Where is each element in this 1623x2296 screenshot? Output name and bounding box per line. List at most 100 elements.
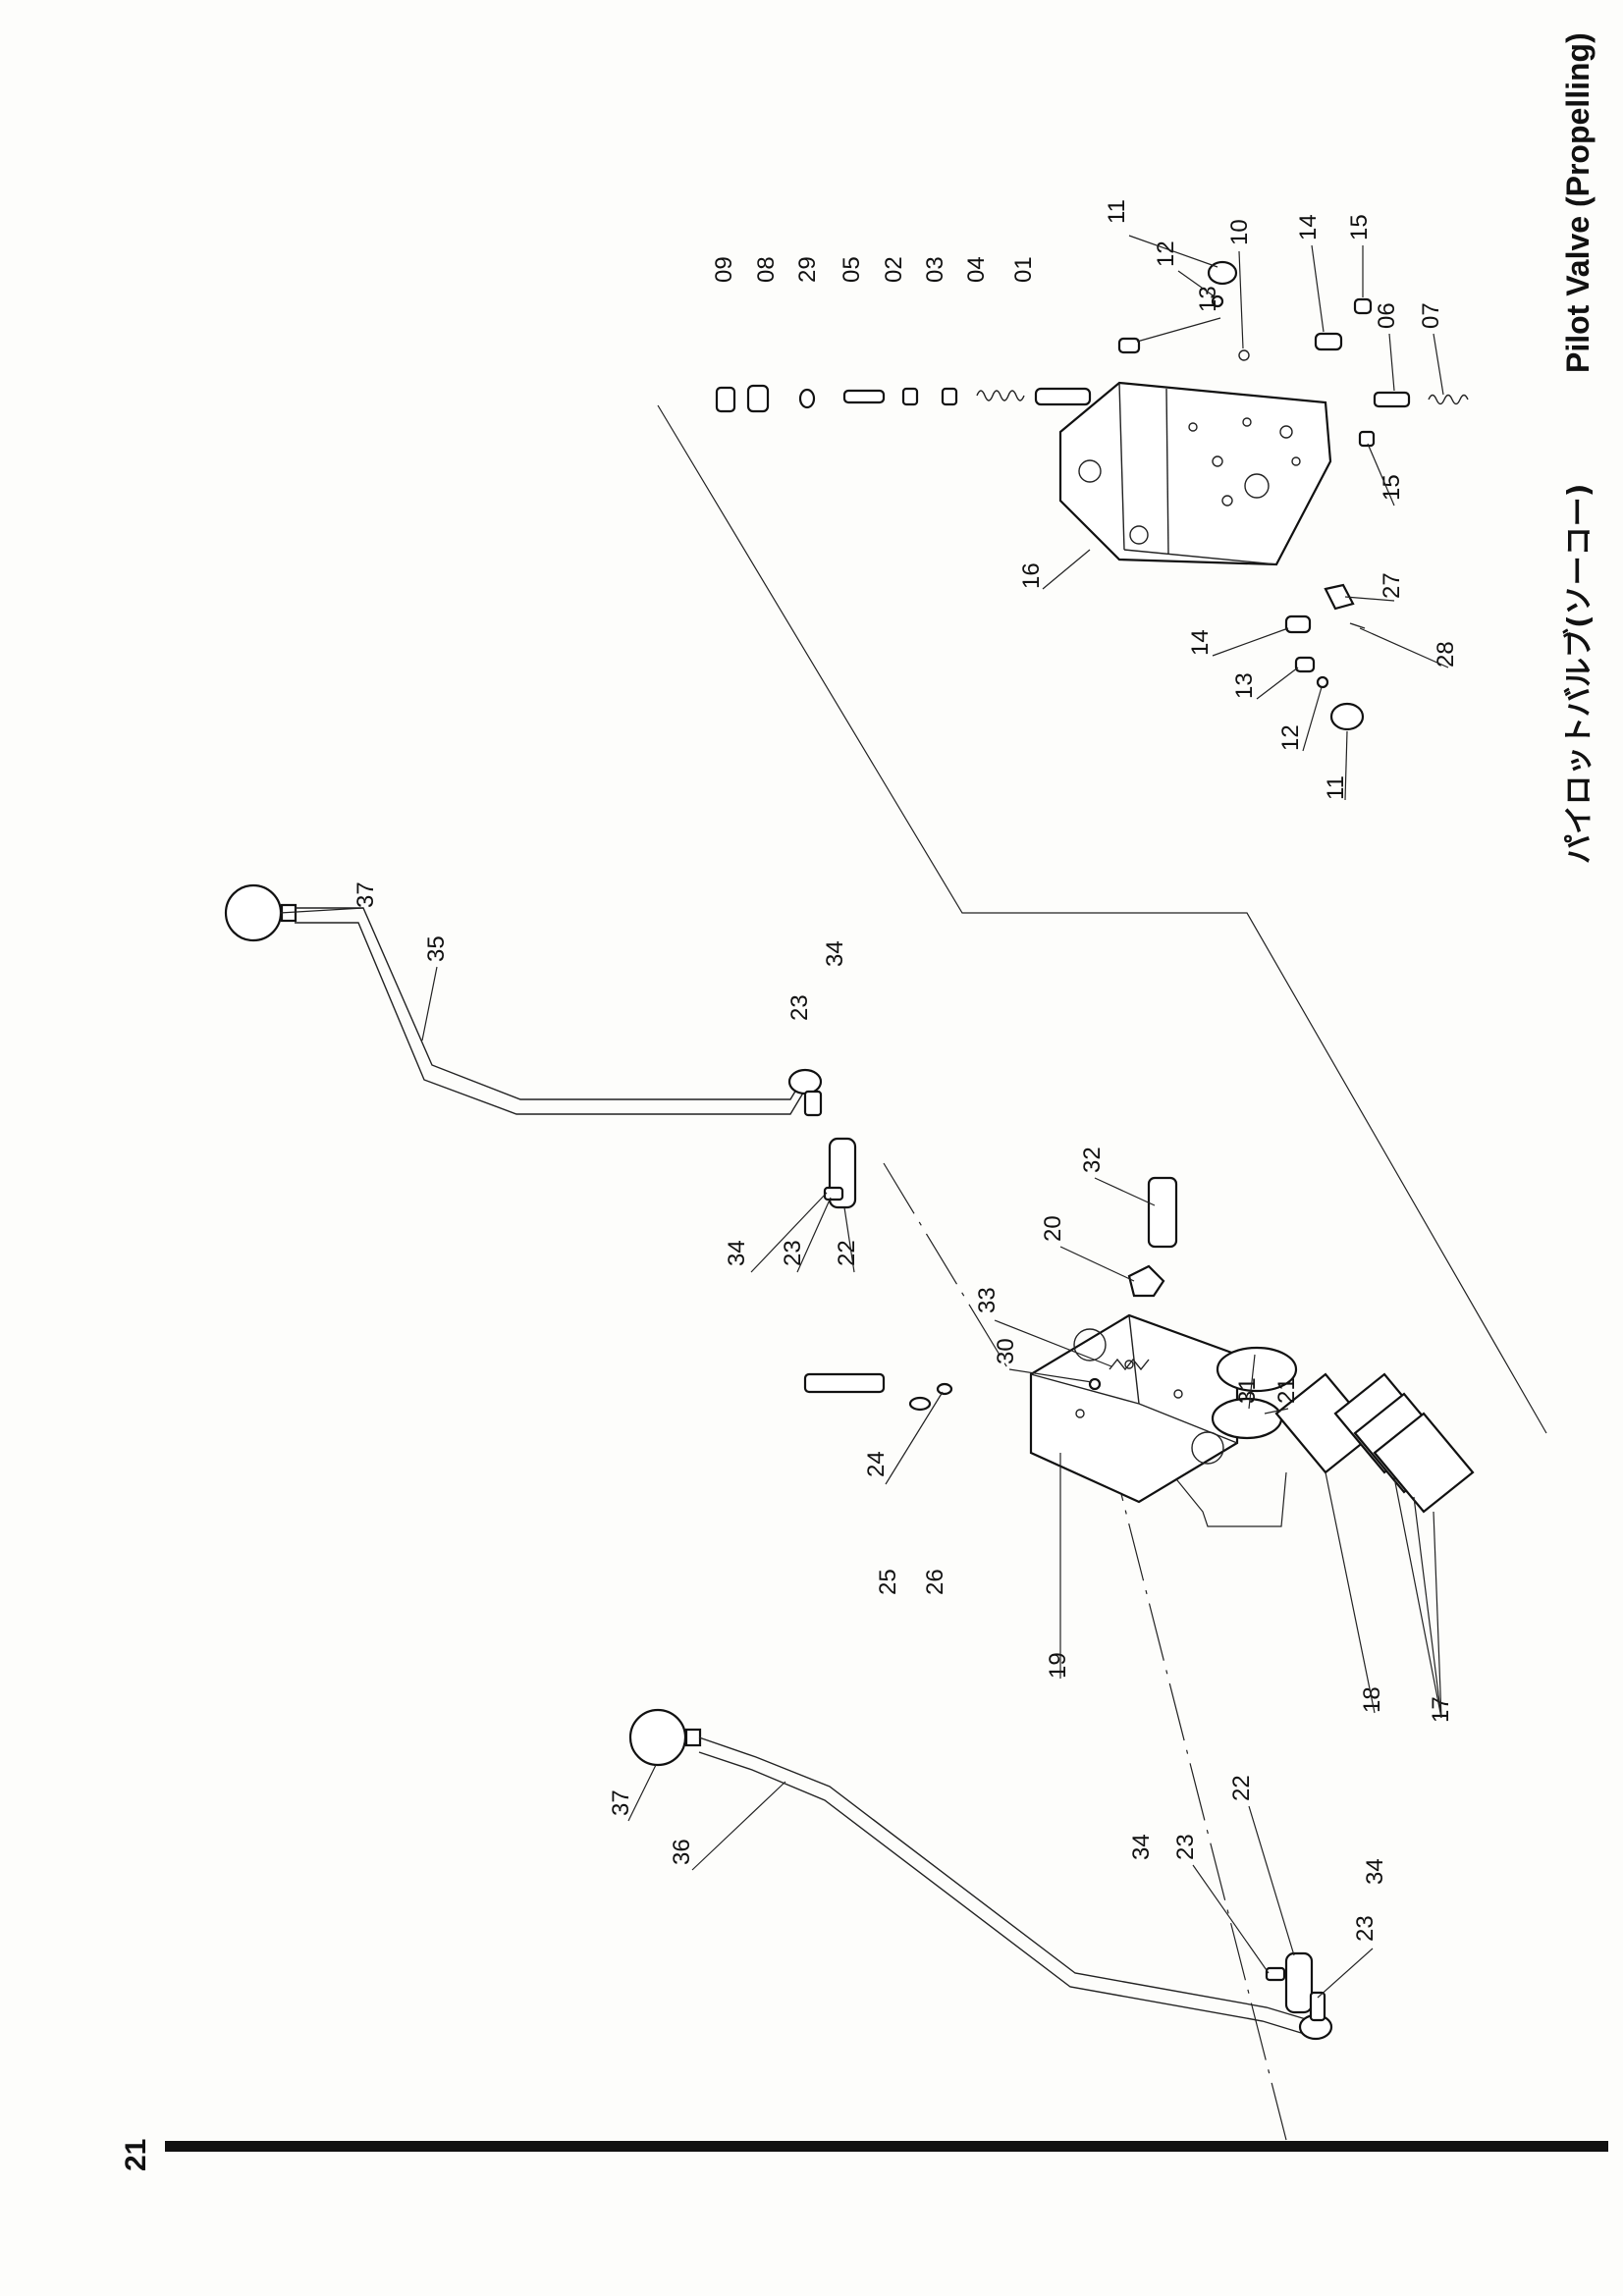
callout-15a: 15 <box>1346 214 1373 240</box>
plates <box>1274 1372 1475 1514</box>
part-15b <box>1358 430 1376 448</box>
part-28 <box>1349 622 1366 629</box>
callout-07: 07 <box>1418 302 1444 329</box>
callout-labels: 09 08 29 05 02 03 04 01 11 12 13 10 14 1… <box>352 199 1459 1942</box>
part-27 <box>1324 583 1355 611</box>
assembly-line-22b <box>1109 1447 1287 2141</box>
lever-36 <box>698 1736 1317 2023</box>
valve-body-16 <box>1058 381 1332 566</box>
assembly-line-21 <box>1138 1432 1287 1527</box>
callout-05: 05 <box>839 256 865 283</box>
part-13b <box>1294 656 1316 673</box>
part-32 <box>1147 1176 1178 1249</box>
callout-26: 26 <box>922 1569 948 1595</box>
plate-17c <box>1373 1412 1475 1514</box>
callout-12a: 12 <box>1153 240 1179 267</box>
part-04-spring <box>976 390 1025 401</box>
callout-22b: 22 <box>1228 1775 1255 1801</box>
part-20 <box>1127 1264 1165 1298</box>
part-11a <box>1207 260 1238 286</box>
lower-fittings <box>803 1176 1298 1440</box>
callout-36: 36 <box>669 1839 695 1865</box>
pin-23d <box>1309 1991 1326 2022</box>
part-12a <box>1211 294 1224 308</box>
part-15a <box>1353 297 1373 315</box>
pin-23a <box>803 1090 823 1117</box>
lever-36-edge <box>698 1751 1312 2037</box>
part-08 <box>746 384 770 413</box>
part-12b <box>1316 675 1329 689</box>
callout-25: 25 <box>875 1569 901 1595</box>
callout-23c: 23 <box>1172 1834 1199 1860</box>
callout-27: 27 <box>1379 572 1405 599</box>
assembly-line-upper <box>657 404 1547 1434</box>
callout-leaders <box>279 235 1449 1999</box>
callout-19: 19 <box>1045 1652 1071 1679</box>
callout-10: 10 <box>1226 219 1253 245</box>
callout-30: 30 <box>993 1338 1019 1364</box>
part-10 <box>1238 349 1250 361</box>
shaft-22b <box>1284 1951 1314 2014</box>
assembly-line-22a <box>883 1162 1012 1375</box>
part-21 <box>1211 1397 1283 1440</box>
part-33-spring <box>1109 1358 1150 1371</box>
part-11b <box>1329 702 1365 731</box>
callout-14a: 14 <box>1295 214 1322 240</box>
part-14b <box>1284 614 1312 634</box>
knob-37a <box>224 883 283 942</box>
callout-23d: 23 <box>1352 1915 1379 1942</box>
part-09 <box>715 386 736 413</box>
part-06 <box>1373 391 1411 408</box>
spool-stack <box>715 384 1092 413</box>
callout-31: 31 <box>1234 1377 1261 1404</box>
part-13a <box>1117 337 1141 354</box>
part-07-spring <box>1428 394 1469 405</box>
page-number: 21 <box>120 2139 152 2171</box>
part-01 <box>1034 387 1092 406</box>
callout-11b: 11 <box>1323 775 1349 800</box>
part-05 <box>842 389 886 404</box>
callout-01: 01 <box>1010 256 1037 283</box>
callout-14b: 14 <box>1187 629 1214 656</box>
callout-34d: 34 <box>1362 1858 1388 1885</box>
callout-23a: 23 <box>786 994 813 1021</box>
callout-16: 16 <box>1018 562 1045 589</box>
callout-20: 20 <box>1040 1215 1066 1242</box>
callout-08: 08 <box>753 256 780 283</box>
pin-23c <box>1265 1966 1286 1982</box>
lever-assembly-lower <box>628 1708 1333 2041</box>
knob-37b <box>628 1708 687 1767</box>
page-title-en: Pilot Valve (Propelling) <box>1560 32 1596 373</box>
callout-06: 06 <box>1374 302 1400 329</box>
callout-29: 29 <box>794 256 821 283</box>
callout-32: 32 <box>1079 1147 1106 1173</box>
callout-22a: 22 <box>834 1240 860 1266</box>
bolt-25 <box>803 1372 886 1394</box>
part-30 <box>1088 1377 1102 1391</box>
callout-24: 24 <box>863 1451 890 1477</box>
callout-37b: 37 <box>608 1789 634 1816</box>
callout-34a: 34 <box>822 940 848 967</box>
callout-12b: 12 <box>1277 724 1304 751</box>
bottom-rule <box>165 2141 1608 2152</box>
lever-35-edge <box>295 922 806 1115</box>
callout-11a: 11 <box>1104 199 1130 224</box>
callout-13a: 13 <box>1195 286 1221 312</box>
lever-assembly-upper <box>224 883 857 1209</box>
callout-21: 21 <box>1273 1377 1300 1404</box>
callout-03: 03 <box>922 256 948 283</box>
callout-02: 02 <box>881 256 907 283</box>
part-31 <box>1216 1346 1298 1393</box>
valve-body-19 <box>1029 1313 1239 1504</box>
upper-fittings <box>1117 260 1469 731</box>
nut-24 <box>936 1382 953 1396</box>
callout-35: 35 <box>423 935 450 962</box>
part-29 <box>798 388 816 409</box>
callout-09: 09 <box>711 256 737 283</box>
knob-neck-37b <box>684 1728 702 1747</box>
callout-34c: 34 <box>1128 1834 1155 1860</box>
part-03 <box>941 387 958 406</box>
callout-28: 28 <box>1433 641 1459 667</box>
part-02 <box>901 387 919 406</box>
